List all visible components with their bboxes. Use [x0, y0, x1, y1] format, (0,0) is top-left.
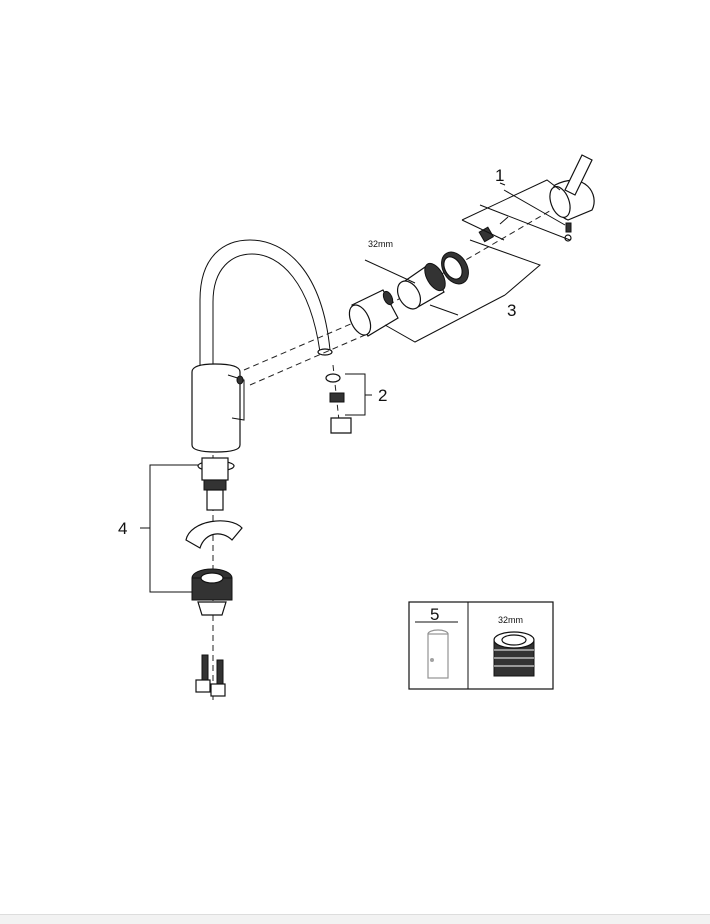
inset-dimension-label: 32mm [498, 615, 523, 625]
bottom-bar [0, 914, 710, 924]
spout [199, 239, 333, 372]
threaded-bushing [396, 262, 446, 310]
callout-1: 1 [495, 166, 504, 185]
spare-parts-inset: 5 32mm [408, 601, 554, 690]
leader-lines [140, 179, 571, 593]
cartridge [348, 289, 399, 337]
screw [499, 216, 509, 225]
faucet-body [191, 363, 245, 453]
callout-2: 2 [378, 386, 387, 405]
cartridge-dimension-label: 32mm [368, 239, 393, 249]
adapter [478, 226, 495, 243]
lever-handle [549, 154, 595, 221]
callout-3: 3 [507, 301, 516, 320]
aerator-set [325, 373, 352, 434]
callout-4: 4 [118, 519, 127, 538]
mounting-set [185, 457, 243, 697]
ring-nut [441, 251, 469, 285]
inset-callout-5: 5 [430, 605, 439, 624]
grub-screw [565, 222, 572, 233]
inset-cartridge [427, 629, 449, 679]
inset-bushing [493, 631, 535, 677]
